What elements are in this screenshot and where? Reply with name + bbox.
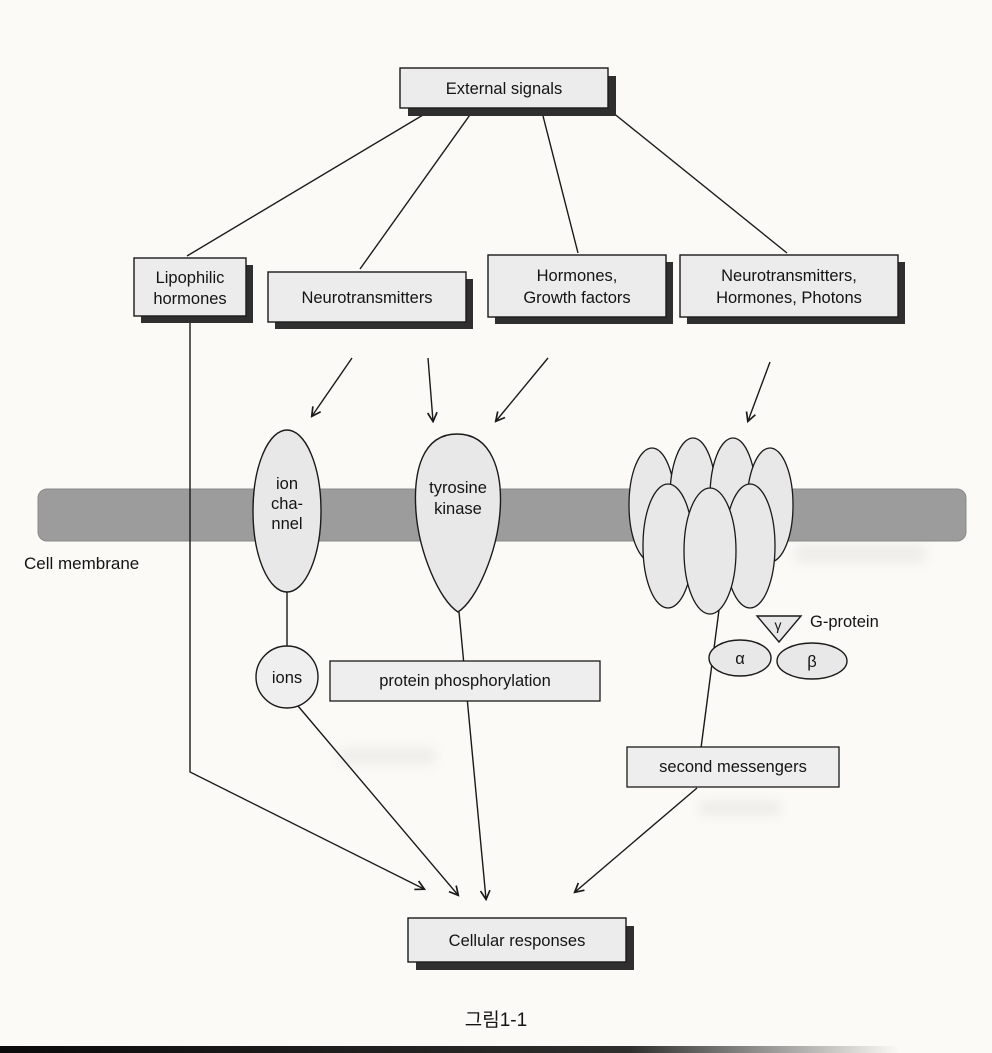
g-protein-alpha-subunit — [708, 639, 772, 677]
tyrosine-kinase-label-line1: tyrosine — [429, 479, 487, 497]
hormones-growth-factors-label-line2: Growth factors — [523, 289, 630, 307]
ions-to-cellular-arrow — [297, 705, 458, 895]
gpcr-receptor-cluster — [628, 437, 794, 615]
arrow-to-ion-channel — [312, 357, 353, 416]
arrow-to-tyrosine-kinase-1 — [428, 357, 433, 421]
g-protein-beta-subunit — [776, 642, 848, 680]
connector-to-lipophilic — [186, 111, 429, 257]
scan-edge-artifact — [0, 1046, 900, 1053]
ion-channel-label-line1: ion — [276, 475, 298, 493]
lipophilic-hormones-label-line1: Lipophilic — [156, 269, 225, 287]
protein-phosphorylation-label: protein phosphorylation — [379, 672, 551, 690]
external-signals-box — [399, 67, 609, 109]
lipophilic-hormones-label-line2: hormones — [153, 290, 226, 308]
cellular-responses-label: Cellular responses — [449, 932, 586, 950]
tyrosine-kinase-shape — [414, 433, 502, 613]
cellular-responses-box — [407, 917, 627, 963]
figure-caption: 그림1-1 — [465, 1009, 527, 1031]
ions-label: ions — [272, 669, 302, 687]
g-protein-alpha-label: α — [735, 650, 745, 668]
external-signals-node: External signals — [399, 67, 616, 116]
g-protein-gamma-label: γ — [775, 617, 782, 633]
hormones-growth-factors-label-line1: Hormones, — [537, 267, 618, 285]
ions-node: ions — [255, 645, 319, 709]
nt-hormones-photons-node: Neurotransmitters, Hormones, Photons — [679, 254, 905, 324]
g-protein-gamma-subunit — [755, 615, 803, 644]
neurotransmitters-label: Neurotransmitters — [301, 289, 432, 307]
protein-phosphorylation-box — [329, 660, 601, 702]
second-messengers-label: second messengers — [659, 758, 807, 776]
ions-circle — [255, 645, 319, 709]
cell-membrane-band — [37, 488, 967, 542]
second-messengers-to-cellular-arrow — [575, 787, 698, 892]
connector-to-hormones-growth — [541, 111, 579, 254]
lipophilic-hormones-node: Lipophilic hormones — [133, 257, 253, 323]
g-protein-label: G-protein — [810, 613, 879, 631]
second-messengers-node: second messengers — [626, 746, 840, 788]
protein-phosphorylation-node: protein phosphorylation — [329, 660, 601, 702]
tyrosine-kinase-receptor: tyrosine kinase — [414, 433, 502, 613]
external-signals-label: External signals — [446, 80, 562, 98]
nt-hormones-photons-label-line1: Neurotransmitters, — [721, 267, 857, 285]
connector-to-neurotransmitters — [359, 111, 473, 270]
neurotransmitters-box — [267, 271, 467, 323]
neurotransmitters-node: Neurotransmitters — [267, 271, 473, 329]
kinase-pathway-arrow — [458, 611, 486, 899]
ligand-to-receptor-arrows — [312, 357, 771, 421]
ion-channel-label-line3: nnel — [271, 515, 302, 533]
cell-membrane-label: Cell membrane — [24, 554, 139, 573]
tyrosine-kinase-label-line2: kinase — [434, 500, 482, 518]
connector-to-nt-hormones-photons — [611, 111, 788, 254]
lipophilic-hormones-box — [133, 257, 247, 317]
hormones-growth-factors-box — [487, 254, 667, 318]
g-protein-beta-label: β — [807, 653, 817, 671]
second-messengers-box — [626, 746, 840, 788]
gpcr-to-second-messengers-line — [700, 609, 720, 749]
cellular-responses-node: Cellular responses — [407, 917, 634, 970]
ion-channel-receptor: ion cha- nnel — [252, 429, 322, 593]
g-protein-complex: α β γ G-protein — [708, 613, 879, 680]
ion-channel-label-line2: cha- — [271, 495, 303, 513]
external-signal-connectors — [186, 111, 788, 270]
nt-hormones-photons-box — [679, 254, 899, 318]
arrow-to-gpcr — [748, 361, 771, 421]
hormones-growth-factors-node: Hormones, Growth factors — [487, 254, 673, 324]
gpcr-helix — [683, 487, 737, 615]
arrow-to-tyrosine-kinase-2 — [496, 357, 549, 421]
nt-hormones-photons-label-line2: Hormones, Photons — [716, 289, 862, 307]
lipophilic-pathway-arrow — [189, 316, 424, 889]
